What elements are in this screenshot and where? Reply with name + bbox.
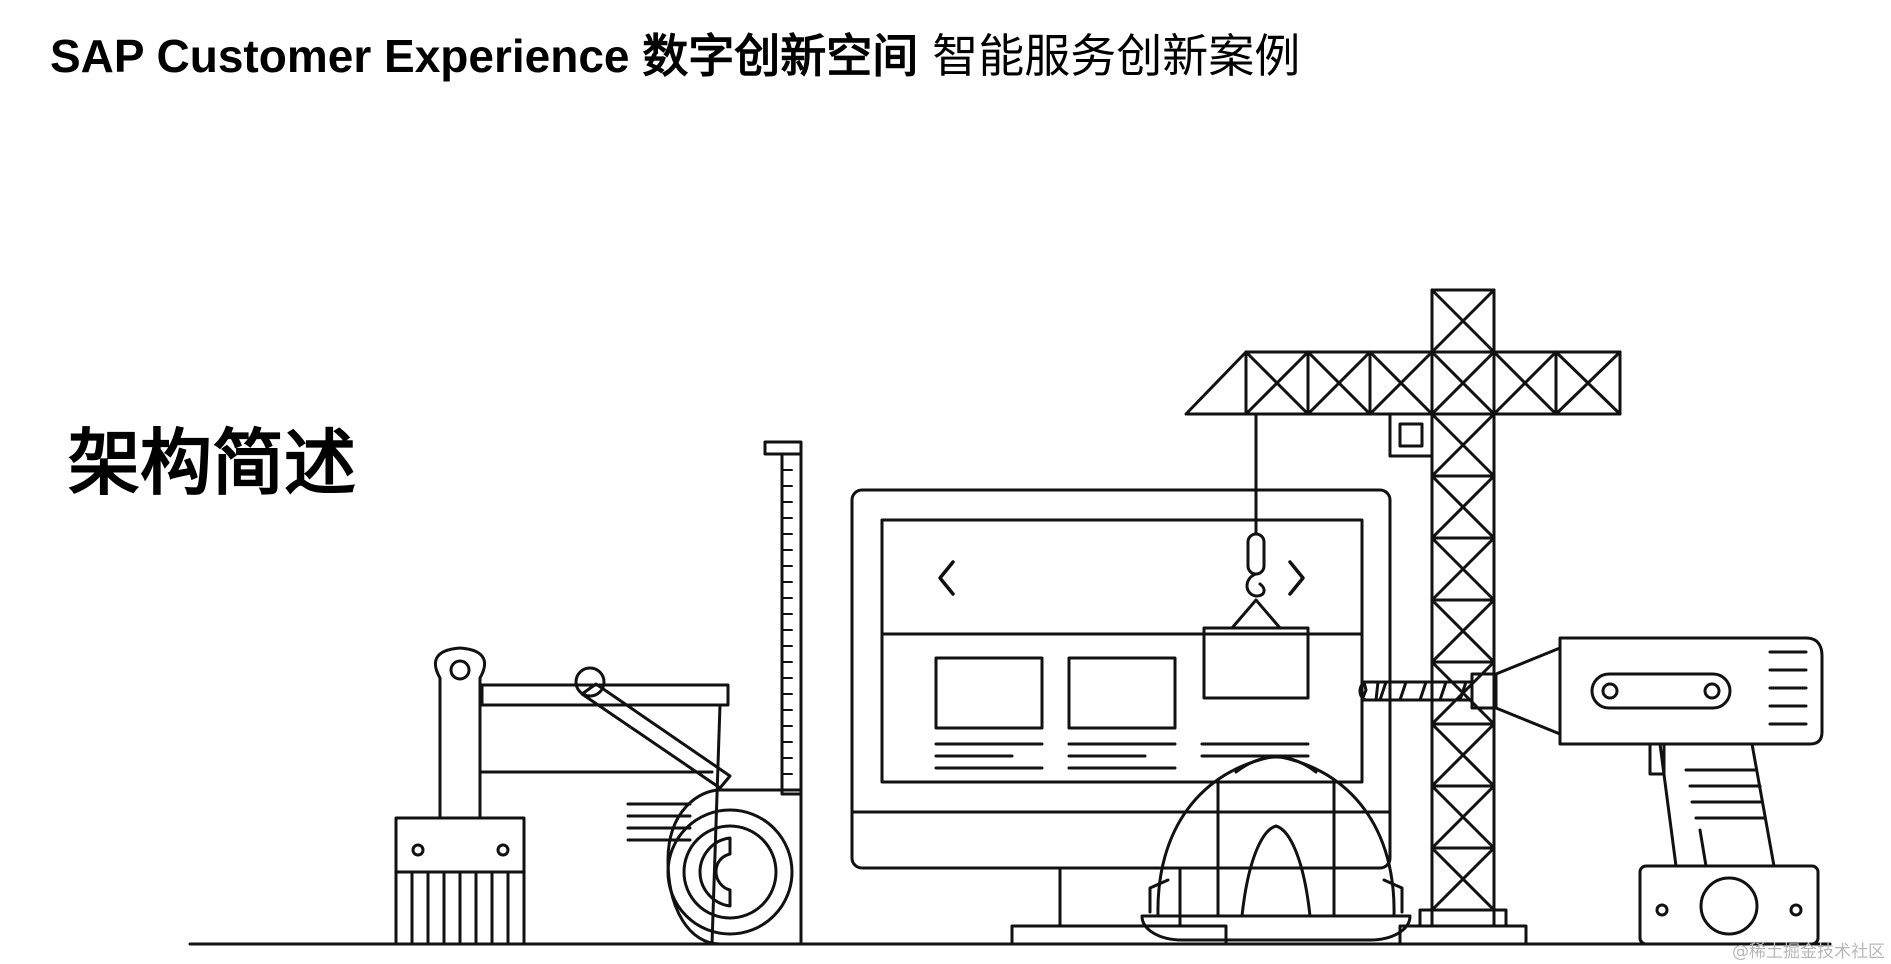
computer-monitor-icon (852, 490, 1390, 944)
crane-icon (1186, 290, 1620, 944)
paint-bucket-icon (482, 668, 730, 944)
header-subtitle: 智能服务创新案例 (932, 30, 1301, 82)
section-title: 架构简述 (68, 424, 357, 504)
watermark: @稀土掘金技术社区 (1732, 942, 1885, 962)
hard-hat-icon (1142, 756, 1410, 940)
screen-prev-arrow: ‹ (930, 595, 931, 597)
power-drill-icon (1360, 638, 1822, 944)
tape-measure-icon (668, 442, 801, 944)
paint-brush-icon (396, 648, 524, 944)
header-brand: SAP Customer Experience 数字创新空间 (50, 30, 919, 82)
slide-header: SAP Customer Experience 数字创新空间智能服务创新案例 (50, 24, 1300, 88)
